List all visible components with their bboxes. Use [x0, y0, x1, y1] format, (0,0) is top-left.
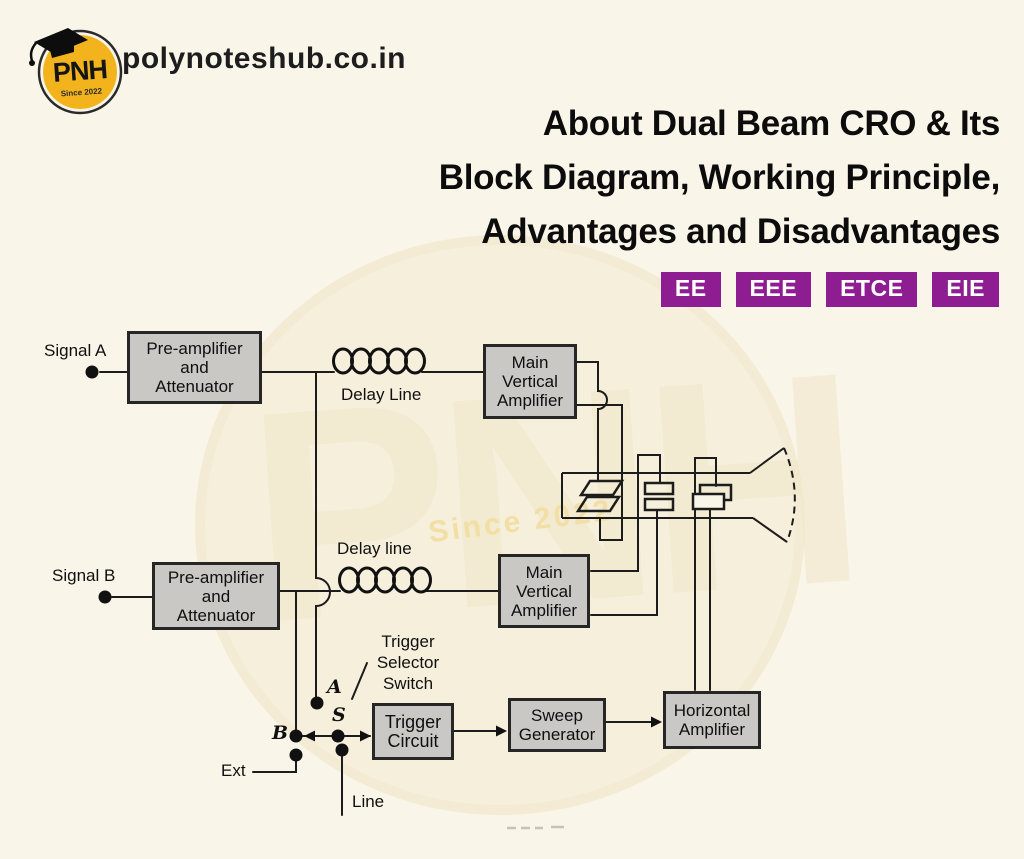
badge-etce[interactable]: ETCE [826, 272, 918, 307]
wire-ext-lead [252, 755, 297, 773]
block-preamplifier-attenuator-b: Pre-amplifier and Attenuator [152, 562, 280, 630]
label-ext: Ext [221, 761, 246, 780]
plate-h-front [691, 492, 726, 511]
arrow-to-horiz [651, 716, 662, 728]
crt-deflection-plates [575, 479, 733, 513]
label-delay-line-b: Delay line [337, 539, 412, 558]
wire-a-drop-with-hop [315, 371, 331, 701]
arrow-to-trigger [360, 730, 371, 742]
plate-a-upper [578, 479, 625, 497]
delay-line-coil-a [332, 347, 426, 375]
dot-signal-a [85, 365, 99, 379]
block-trigger-circuit: Trigger Circuit [372, 703, 454, 760]
label-line: Line [352, 792, 385, 811]
block-preamplifier-attenuator-a: Pre-amplifier and Attenuator [127, 331, 262, 404]
crt-screen-arc [783, 447, 796, 543]
dot-line [335, 743, 349, 757]
label-signal-b: Signal B [52, 566, 116, 585]
wire-mva-a-top-out [576, 361, 608, 482]
label-trigger-selector-switch: Trigger Selector Switch [376, 632, 440, 693]
logo-since: Since 2022 [60, 86, 102, 98]
title-line-2: Block Diagram, Working Principle, [438, 158, 1001, 197]
category-badges: EE EEE ETCE EIE [660, 272, 999, 307]
scan-artifact [507, 825, 564, 830]
site-name-link[interactable]: polynoteshub.co.in [122, 42, 406, 75]
label-switch-terminal-a: A [327, 676, 342, 698]
dot-signal-b [98, 590, 112, 604]
dot-switch-a [310, 696, 324, 710]
plate-b-lower [643, 497, 675, 512]
title-line-3: Advantages and Disadvantages [481, 212, 1000, 251]
dot-ext [289, 748, 303, 762]
crt-funnel-top [749, 447, 785, 474]
label-signal-a: Signal A [44, 341, 107, 360]
dot-switch-s [331, 729, 345, 743]
title-line-1: About Dual Beam CRO & Its [542, 104, 1001, 143]
block-horizontal-amplifier: Horizontal Amplifier [663, 691, 761, 749]
crt-funnel-bottom [752, 517, 788, 543]
arrow-to-b [304, 730, 315, 742]
plate-b-upper [643, 481, 675, 496]
block-main-vertical-amplifier-a: Main Vertical Amplifier [483, 344, 577, 419]
badge-eie[interactable]: EIE [932, 272, 999, 307]
badge-ee[interactable]: EE [660, 272, 721, 307]
label-delay-line-a: Delay Line [341, 385, 422, 404]
logo-text: PNH [52, 54, 108, 88]
dot-switch-b [289, 729, 303, 743]
site-logo: PNH Since 2022 [29, 28, 123, 115]
arrowheads [304, 716, 662, 742]
graduation-cap-icon [29, 28, 88, 66]
logo-ring [37, 29, 123, 115]
badge-eee[interactable]: EEE [735, 272, 812, 307]
label-switch-terminal-b: B [272, 722, 289, 744]
block-main-vertical-amplifier-b: Main Vertical Amplifier [498, 554, 590, 628]
block-sweep-generator: Sweep Generator [508, 698, 606, 752]
delay-line-coil-b [338, 566, 432, 594]
plate-a-lower [575, 495, 622, 513]
crt-tube [561, 447, 796, 543]
arrow-to-sweep [496, 725, 507, 737]
label-switch-pole-s: S [332, 704, 346, 726]
page-title: About Dual Beam CRO & Its Block Diagram,… [438, 97, 1001, 259]
